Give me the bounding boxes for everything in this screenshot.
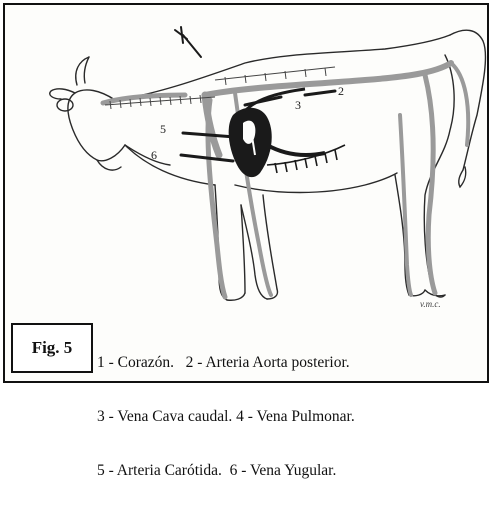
legend-line-1: 1 - Corazón. 2 - Arteria Aorta posterior… <box>97 354 485 372</box>
vessels <box>103 63 468 297</box>
label-number-5: 5 <box>160 122 166 136</box>
artist-signature: v.m.c. <box>420 299 441 309</box>
figure-label: Fig. 5 <box>32 338 73 358</box>
bull-anatomy-illustration: 2 3 5 6 v.m.c. <box>5 5 491 315</box>
figure-legend: 1 - Corazón. 2 - Arteria Aorta posterior… <box>97 318 485 516</box>
figure-frame: 2 3 5 6 v.m.c. Fig. 5 1 - Corazón. 2 - A… <box>3 3 489 383</box>
figure-label-box: Fig. 5 <box>11 323 93 373</box>
label-number-2: 2 <box>338 84 344 98</box>
legend-line-2: 3 - Vena Cava caudal. 4 - Vena Pulmonar. <box>97 408 485 426</box>
label-number-3: 3 <box>295 98 301 112</box>
legend-line-3: 5 - Arteria Carótida. 6 - Vena Yugular. <box>97 462 485 480</box>
label-number-6: 6 <box>151 148 157 162</box>
